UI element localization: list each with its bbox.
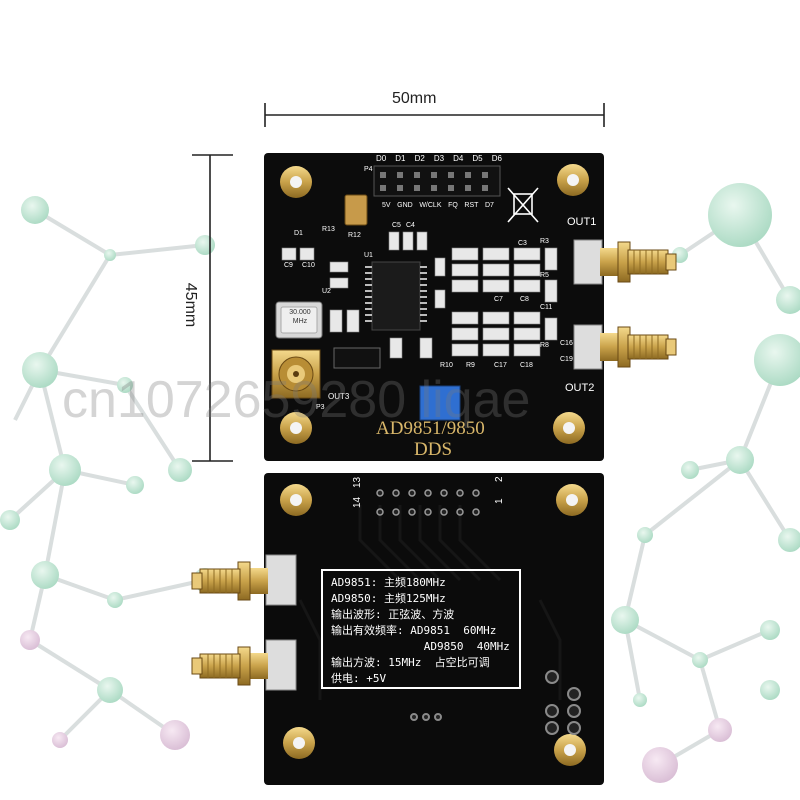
back-pin-holes	[376, 489, 480, 516]
ref-c18: C18	[520, 362, 533, 369]
ref-out3: OUT3	[328, 392, 350, 401]
back-pin-1: 1	[494, 498, 505, 504]
ref-c19: C19	[560, 356, 573, 363]
back-mounting-holes	[280, 484, 588, 766]
spec-line-power: 供电: +5V	[331, 672, 387, 685]
ref-c3: C3	[518, 240, 527, 247]
trimmer-potentiometer	[419, 385, 461, 421]
sma-connector-out3	[271, 349, 321, 399]
sma-connector-out2	[573, 324, 677, 370]
back-pin-2: 2	[494, 476, 505, 482]
ref-r13: R13	[322, 226, 335, 233]
ref-p3: P3	[316, 404, 325, 411]
pin-label-d2: D2	[414, 154, 425, 163]
background-network	[8, 208, 792, 767]
spec-line-waveform: 输出波形: 正弦波、方波	[331, 608, 455, 621]
back-pin-14: 14	[352, 496, 363, 508]
dds-chip	[365, 261, 427, 331]
height-dimension-line	[192, 154, 233, 462]
spec-line-ad9850: AD9850: 主频125MHz	[331, 592, 446, 605]
width-dimension-label: 50mm	[392, 90, 437, 107]
ref-c16: C16	[560, 340, 573, 347]
back-traces	[298, 505, 562, 700]
board-model-label: AD9851/9850	[376, 418, 485, 439]
pin-label-rst: RST	[464, 202, 479, 209]
pin-label-5v: 5V	[382, 202, 391, 209]
ref-u2: U2	[322, 288, 331, 295]
pin-label-d4: D4	[453, 154, 464, 163]
ref-c11: C11	[540, 304, 553, 311]
out2-label: OUT2	[565, 382, 595, 394]
spec-line-freq-9851: 输出有效频率: AD9851 60MHz	[331, 624, 497, 637]
spec-line-ad9851: AD9851: 主频180MHz	[331, 576, 446, 589]
spec-frame	[321, 569, 521, 689]
back-sma-connector-2	[191, 639, 297, 691]
header-pin-labels: D0 D1 D2 D3 D4 D5 D6	[376, 154, 502, 163]
ref-c5: C5	[392, 222, 401, 229]
pin-label-d1: D1	[395, 154, 406, 163]
board-dds-label: DDS	[414, 439, 453, 460]
spec-block: AD9851: 主频180MHz AD9850: 主频125MHz 输出波形: …	[331, 575, 510, 687]
ref-r12: R12	[348, 232, 361, 239]
ref-r3: R3	[540, 238, 549, 245]
ref-c8: C8	[520, 296, 529, 303]
front-board	[264, 153, 677, 461]
back-sma-connector-1	[191, 554, 297, 606]
ref-c9: C9	[284, 262, 293, 269]
pin-label-d3: D3	[433, 154, 445, 163]
pin-label-d5: D5	[472, 154, 483, 163]
smd-components	[281, 231, 558, 359]
header-ref-label: P4	[364, 166, 373, 173]
front-mounting-holes	[280, 164, 589, 444]
pin-label-d0: D0	[376, 154, 387, 163]
back-pads	[410, 670, 581, 735]
height-dimension-label: 45mm	[182, 282, 200, 328]
pin-label-fq: FQ	[448, 202, 458, 209]
oscillator-label: 30.000 MHz	[289, 309, 311, 325]
ref-c4: C4	[406, 222, 415, 229]
ref-r10: R10	[440, 362, 453, 369]
ref-r9: R9	[466, 362, 475, 369]
spec-line-square: 输出方波: 15MHz 占空比可调	[331, 656, 490, 669]
pin-header	[373, 165, 501, 197]
ref-r8: R8	[540, 342, 549, 349]
pin-label-gnd: GND	[397, 202, 413, 209]
crystal-oscillator	[275, 301, 323, 339]
pin-label-clk: W/CLK	[419, 202, 442, 209]
header-lower-pin-labels: 5V GND W/CLK FQ RST D7	[382, 202, 494, 209]
sma-connector-out1	[573, 239, 677, 285]
ref-d1: D1	[294, 230, 303, 237]
back-pin-13: 13	[352, 476, 363, 488]
width-dimension-line	[264, 103, 605, 127]
ref-c7: C7	[494, 296, 503, 303]
weee-symbol-icon	[507, 187, 539, 223]
tantalum-capacitor	[344, 194, 368, 226]
ref-c10: C10	[302, 262, 315, 269]
back-board	[191, 473, 604, 785]
jumper	[333, 347, 381, 369]
ref-c17: C17	[494, 362, 507, 369]
ref-u1: U1	[364, 252, 373, 259]
pin-label-d7: D7	[485, 202, 494, 209]
watermark-text: cn1072659280 liqae	[62, 371, 531, 429]
out1-label: OUT1	[567, 216, 597, 228]
pin-label-d6: D6	[491, 154, 502, 163]
ref-r5: R5	[540, 272, 549, 279]
spec-line-freq-9850: AD9850 40MHz	[331, 640, 510, 653]
